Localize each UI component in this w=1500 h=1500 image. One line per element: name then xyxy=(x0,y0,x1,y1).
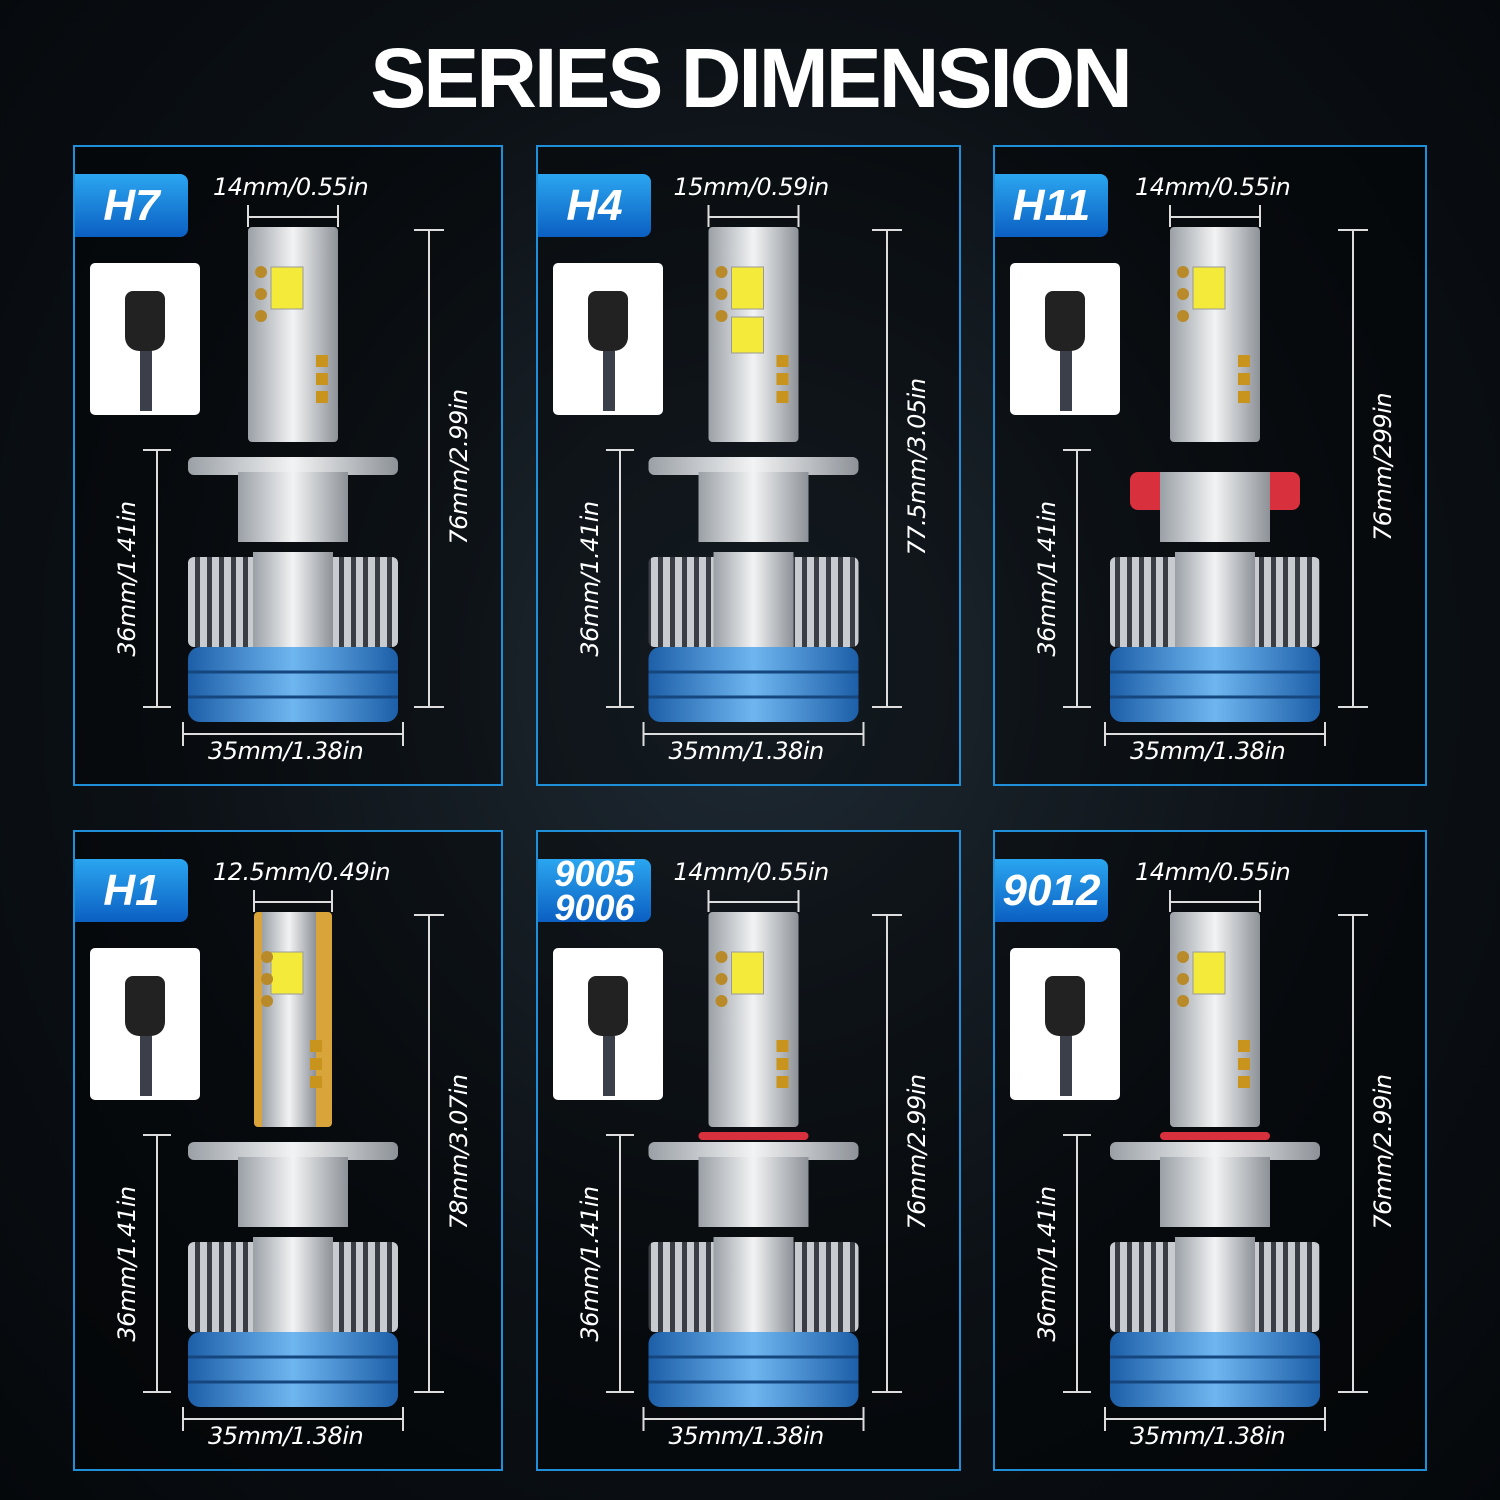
h11-socket-icon xyxy=(1045,291,1085,351)
base-width-label: 35mm/1.38in xyxy=(1130,1422,1286,1450)
bulb-panel-H11: H11 14mm/0.55in 76mm/299in 36mm/1.41in 35mm/… xyxy=(993,145,1427,786)
total-height-label: 78mm/3.07in xyxy=(445,1074,473,1230)
base-width-label: 35mm/1.38in xyxy=(208,737,364,765)
led-bulb-illustration xyxy=(143,890,444,1431)
top-width-label: 15mm/0.59in xyxy=(673,173,830,201)
base-height-label: 36mm/1.41in xyxy=(576,1186,604,1342)
led-bulb-illustration xyxy=(1063,205,1368,746)
h7-plug-icon xyxy=(125,291,165,351)
top-width-label: 14mm/0.55in xyxy=(213,173,369,201)
base-width-label: 35mm/1.38in xyxy=(208,1422,364,1450)
total-height-label: 76mm/2.99in xyxy=(1369,1074,1397,1230)
cable-icon xyxy=(603,1036,615,1096)
base-height-label: 36mm/1.41in xyxy=(576,501,604,657)
top-width-label: 14mm/0.55in xyxy=(1135,858,1291,886)
cable-icon xyxy=(603,351,615,411)
page-title: SERIES DIMENSION xyxy=(370,31,1132,125)
base-height-label: 36mm/1.41in xyxy=(113,1186,141,1342)
base-height-label: 36mm/1.41in xyxy=(1033,501,1061,657)
connector-photo xyxy=(1010,948,1120,1100)
cable-icon xyxy=(1060,351,1072,411)
bulb-type-badge: 9005 9006 xyxy=(538,855,651,925)
top-width-label: 14mm/0.55in xyxy=(673,858,830,886)
bulb-type-badge: H4 xyxy=(538,174,651,237)
base-width-label: 35mm/1.38in xyxy=(1130,737,1286,765)
base-width-label: 35mm/1.38in xyxy=(668,737,825,765)
bulb-panel-9012: 9012 14mm/0.55in 76mm/2.99in 36mm/1.41in 35m… xyxy=(993,830,1427,1471)
cable-icon xyxy=(1060,1036,1072,1096)
h1-wire-icon xyxy=(125,976,165,1036)
cable-icon xyxy=(140,1036,152,1096)
base-width-label: 35mm/1.38in xyxy=(668,1422,825,1450)
bulb-type-badge: H7 xyxy=(75,174,188,237)
bulb-type-badge: 9012 xyxy=(995,859,1108,922)
bulb-panel-H1: H1 12.5mm/0.49in 78mm/3.07in 36mm/1.41in 35m… xyxy=(73,830,503,1471)
connector-photo xyxy=(90,263,200,415)
bulb-panel-9005-9006: 9005 9006 14mm/0.55in 76mm/2.99in 36mm/1.41… xyxy=(536,830,961,1471)
led-bulb-illustration xyxy=(143,205,444,746)
led-bulb-illustration xyxy=(606,205,902,746)
connector-photo xyxy=(90,948,200,1100)
h4-plug-icon xyxy=(588,291,628,351)
total-height-label: 77.5mm/3.05in xyxy=(903,378,931,556)
9005-socket-icon xyxy=(588,976,628,1036)
base-height-label: 36mm/1.41in xyxy=(1033,1186,1061,1342)
total-height-label: 76mm/2.99in xyxy=(903,1074,931,1230)
bulb-type-badge: H1 xyxy=(75,859,188,922)
bulb-type-badge: H11 xyxy=(995,174,1108,237)
led-bulb-illustration xyxy=(1063,890,1368,1431)
led-bulb-illustration xyxy=(606,890,902,1431)
total-height-label: 76mm/299in xyxy=(1369,392,1397,542)
bulb-panel-H4: H4 15mm/0.59in 77.5mm/3.05in 36mm/1.41in 35m… xyxy=(536,145,961,786)
cable-icon xyxy=(140,351,152,411)
total-height-label: 76mm/2.99in xyxy=(445,389,473,545)
base-height-label: 36mm/1.41in xyxy=(113,501,141,657)
bulb-panel-H7: H7 14mm/0.55in 76mm/2.99in 36mm/1.41in 35mm/… xyxy=(73,145,503,786)
9012-socket-icon xyxy=(1045,976,1085,1036)
top-width-label: 12.5mm/0.49in xyxy=(213,858,391,886)
connector-photo xyxy=(553,263,663,415)
connector-photo xyxy=(1010,263,1120,415)
top-width-label: 14mm/0.55in xyxy=(1135,173,1291,201)
connector-photo xyxy=(553,948,663,1100)
